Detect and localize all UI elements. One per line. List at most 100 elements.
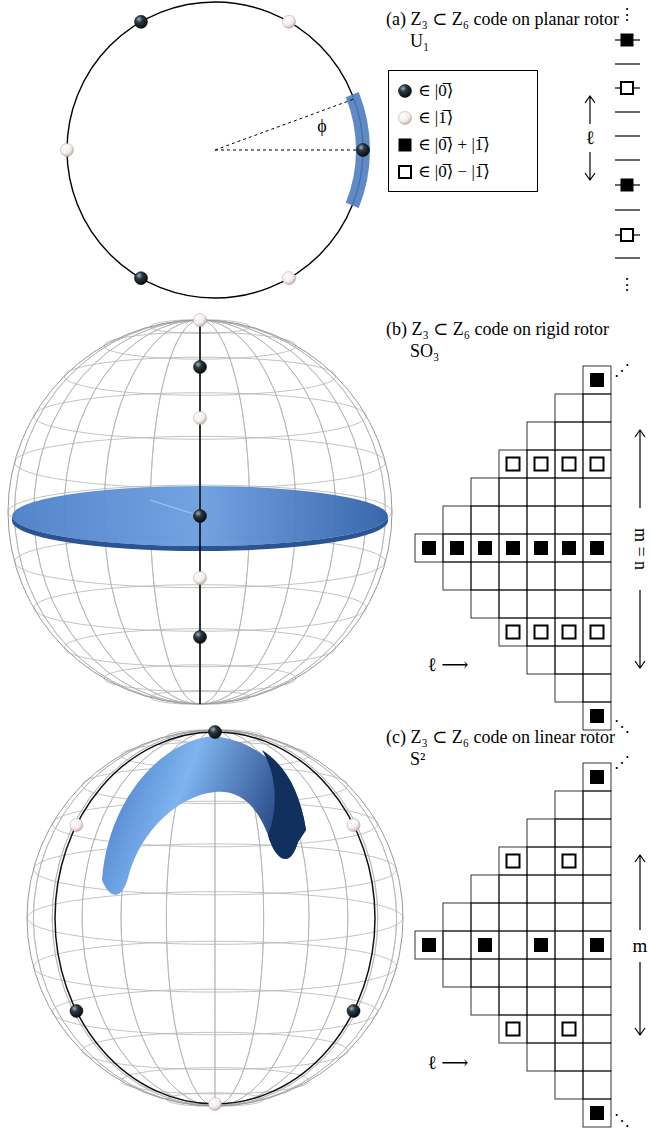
longitude (33, 730, 396, 1106)
open-square (563, 855, 576, 868)
grid-cell (555, 646, 583, 674)
grid-cell (583, 791, 611, 819)
polar-cap (102, 736, 306, 895)
longitude (52, 730, 378, 1106)
grid-cell (415, 931, 443, 959)
open-square (621, 229, 633, 241)
grid-cell (583, 1043, 611, 1071)
grid-cell (415, 534, 443, 562)
axis-label: ⋮ (619, 275, 635, 294)
grid-cell (555, 847, 583, 875)
grid-cell (555, 534, 583, 562)
axis-label: m = n (630, 528, 651, 570)
filled-square (563, 542, 576, 555)
grid-cell (583, 674, 611, 702)
filled-square (621, 179, 633, 191)
grid-cell (555, 903, 583, 931)
grid-cell (583, 903, 611, 931)
legend-sample (397, 110, 413, 126)
black-point (135, 272, 148, 285)
grid-cell (583, 506, 611, 534)
grid-cell (583, 422, 611, 450)
grid-cell (471, 875, 499, 903)
grid-cell (583, 646, 611, 674)
open-square (591, 626, 604, 639)
grid-cell (583, 1099, 611, 1127)
filled-square (399, 139, 411, 151)
grid-cell (583, 562, 611, 590)
grid-cell (583, 366, 611, 394)
filled-square (423, 542, 436, 555)
grid-cell (499, 478, 527, 506)
grid-cell (471, 590, 499, 618)
grid-cell (555, 1071, 583, 1099)
white-point (283, 272, 296, 285)
grid-cell (555, 959, 583, 987)
black-point (70, 1005, 83, 1018)
black-point (357, 144, 370, 157)
longitude (82, 730, 348, 1106)
grid-cell (527, 959, 555, 987)
longitude (33, 730, 396, 1106)
open-square (563, 626, 576, 639)
grid-cell (583, 702, 611, 730)
axis-label: m (633, 935, 648, 957)
disk-crease (150, 487, 200, 516)
grid-cell (499, 987, 527, 1015)
grid-cell (555, 562, 583, 590)
grid-cell (499, 506, 527, 534)
arrow (635, 962, 645, 1035)
open-square (591, 458, 604, 471)
rigid-rotor-sphere (8, 320, 392, 705)
grid-cell (443, 534, 471, 562)
grid-cell (527, 1015, 555, 1043)
open-square (507, 1023, 520, 1036)
ell-arrows (585, 96, 595, 180)
grid-cell (471, 562, 499, 590)
grid-cell (555, 1015, 583, 1043)
grid-cell (527, 931, 555, 959)
level-line (615, 209, 640, 210)
grid-cell (527, 562, 555, 590)
cap-shadow (262, 750, 306, 859)
grid-cell (555, 478, 583, 506)
open-square (563, 458, 576, 471)
grid-cell (443, 506, 471, 534)
grid-cell (527, 646, 555, 674)
grid-cell (527, 534, 555, 562)
grid-cell (471, 506, 499, 534)
legend-sample (397, 83, 413, 99)
level-line (615, 159, 640, 160)
grid-cell (499, 562, 527, 590)
sphere-outline (8, 320, 392, 704)
grid-cell (583, 1071, 611, 1099)
white-point (209, 1098, 222, 1111)
grid-cell (443, 903, 471, 931)
axis-label: ℓ ⟶ (427, 653, 468, 676)
longitude (82, 730, 348, 1106)
filled-square (621, 34, 633, 46)
grid-cell (555, 931, 583, 959)
grid-cell (527, 1043, 555, 1071)
grid-cell (527, 987, 555, 1015)
grid-cell (471, 478, 499, 506)
grid-cell (583, 450, 611, 478)
legend-sample (397, 137, 413, 153)
code-points (70, 726, 360, 1111)
level-line (615, 257, 640, 258)
angle-ray (215, 99, 354, 150)
grid-cell (527, 819, 555, 847)
grid-cell (499, 534, 527, 562)
legend-text: ∈ |0̅⟩ + |1̅⟩ (418, 134, 490, 155)
filled-square (591, 374, 604, 387)
grid-cell (555, 394, 583, 422)
grid-cell (555, 875, 583, 903)
longitude (52, 730, 378, 1106)
state-grid (415, 366, 611, 730)
open-square (535, 626, 548, 639)
grid-cell (583, 534, 611, 562)
grid-cell (583, 763, 611, 791)
filled-square (535, 939, 548, 952)
